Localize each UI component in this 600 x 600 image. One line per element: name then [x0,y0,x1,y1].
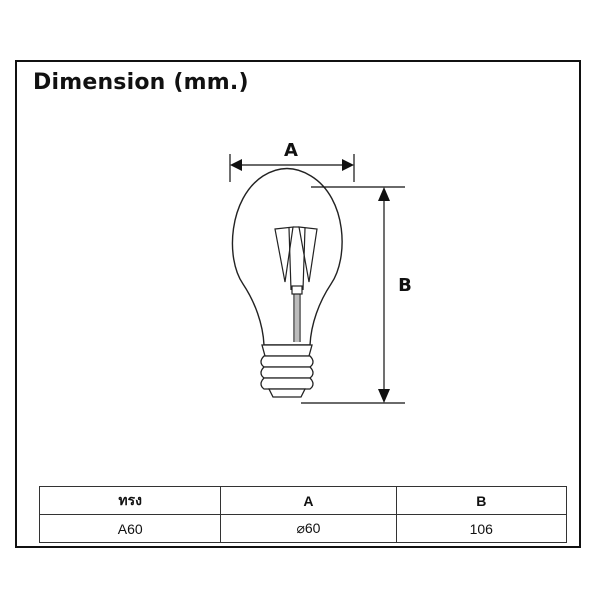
filament [274,226,318,342]
cell-a: ⌀60 [220,514,397,543]
dimension-panel: Dimension (mm.) [15,60,581,548]
column-header-b: B [395,486,567,515]
cell-b: 106 [395,514,567,543]
dimension-table: ทรง A B A60 ⌀60 106 [38,486,567,543]
table-row: A60 ⌀60 106 [38,514,567,543]
bulb-neck [261,344,313,357]
dimension-b [301,186,405,404]
table-header-row: ทรง A B [38,486,567,515]
dimension-b-label: B [398,275,412,296]
bulb-dimension-drawing: A B [229,140,412,404]
dimension-a-label: A [284,140,298,161]
column-header-shape: ทรง [38,486,222,515]
cell-shape: A60 [38,514,222,543]
column-header-a: A [220,486,397,515]
screw-base [260,355,314,398]
dimension-a [229,154,355,182]
bulb-glass-outline [231,167,343,346]
page-title: Dimension (mm.) [33,70,249,95]
